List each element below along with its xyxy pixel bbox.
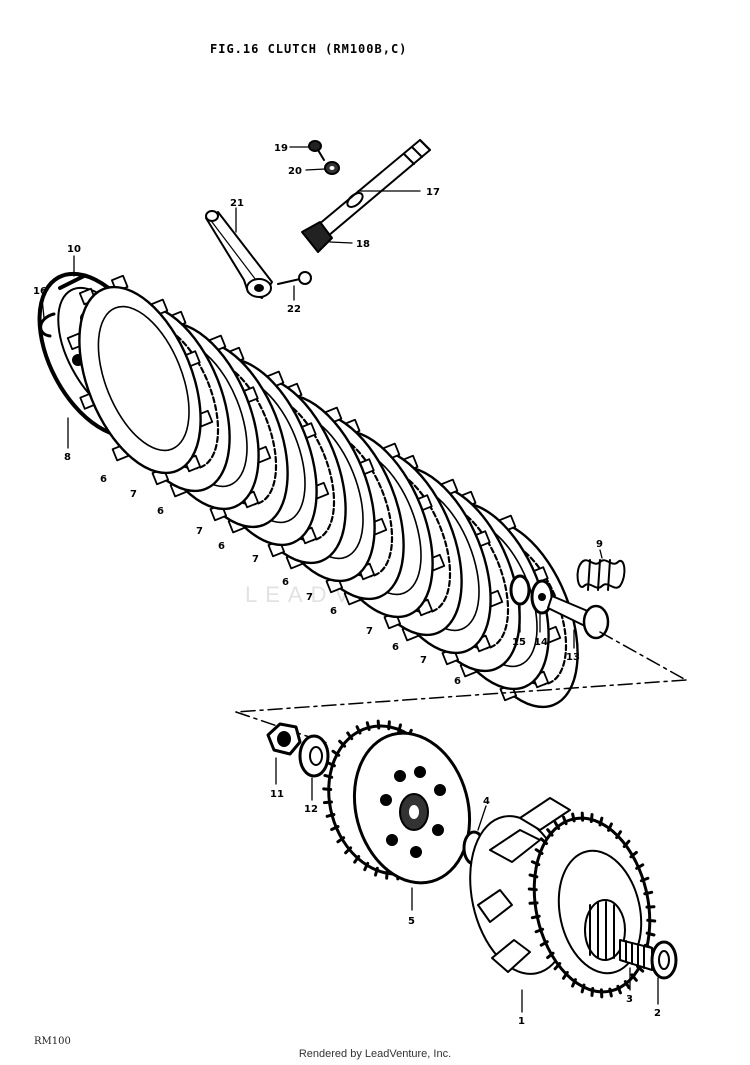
- callout-16: 16: [33, 286, 47, 297]
- spacer: [619, 939, 653, 971]
- callout-7: 7: [420, 655, 427, 666]
- callout-1: 1: [518, 1016, 525, 1027]
- callout-6: 6: [330, 606, 337, 617]
- push-pin: [58, 274, 86, 290]
- footer-code: RM100: [34, 1036, 71, 1047]
- callout-3: 3: [626, 994, 633, 1005]
- callout-7: 7: [130, 489, 137, 500]
- friction-plate: [66, 274, 214, 486]
- clutch-housing: [469, 797, 657, 999]
- thrust-washer: [509, 574, 531, 606]
- clutch-nut: [266, 722, 302, 756]
- callout-10: 10: [67, 244, 81, 255]
- callout-4: 4: [483, 796, 490, 807]
- callout-6: 6: [218, 541, 225, 552]
- callout-labels: 19 20 17 18 21 22 10 16 8 9 15 14 13 11 …: [33, 143, 661, 1027]
- callout-9: 9: [596, 539, 603, 550]
- circlip: [39, 312, 56, 338]
- callout-2: 2: [654, 1008, 661, 1019]
- lock-washer: [298, 734, 330, 778]
- washer: [324, 161, 340, 175]
- callout-14: 14: [534, 637, 548, 648]
- figure-title: FIG.16 CLUTCH (RM100B,C): [210, 42, 408, 56]
- clutch-sleeve-hub: [322, 719, 472, 885]
- callout-7: 7: [306, 592, 313, 603]
- callout-7: 7: [252, 554, 259, 565]
- housing-washer: [650, 940, 678, 980]
- callout-21: 21: [230, 198, 244, 209]
- render-credit: Rendered by LeadVenture, Inc.: [298, 1048, 452, 1060]
- callout-22: 22: [287, 304, 301, 315]
- lever-bolt: [277, 271, 312, 285]
- clutch-plate-stack: [66, 274, 579, 709]
- release-cam: [301, 221, 333, 253]
- callout-7: 7: [196, 526, 203, 537]
- callout-5: 5: [408, 916, 415, 927]
- callout-17: 17: [426, 187, 440, 198]
- leader-lines: [41, 146, 659, 1013]
- callout-12: 12: [304, 804, 318, 815]
- release-shaft: [317, 139, 431, 237]
- callout-8: 8: [64, 452, 71, 463]
- bolt: [308, 140, 325, 161]
- callout-6: 6: [100, 474, 107, 485]
- callout-13: 13: [566, 652, 580, 663]
- clutch-lever: [205, 210, 273, 299]
- callout-18: 18: [356, 239, 370, 250]
- push-piece: [547, 595, 610, 640]
- callout-6: 6: [392, 642, 399, 653]
- callout-7: 7: [366, 626, 373, 637]
- callout-6: 6: [157, 506, 164, 517]
- callout-19: 19: [274, 143, 288, 154]
- callout-6: 6: [282, 577, 289, 588]
- clutch-spring: [576, 559, 626, 591]
- callout-6: 6: [454, 676, 461, 687]
- callout-20: 20: [288, 166, 302, 177]
- callout-15: 15: [512, 637, 526, 648]
- callout-11: 11: [270, 789, 284, 800]
